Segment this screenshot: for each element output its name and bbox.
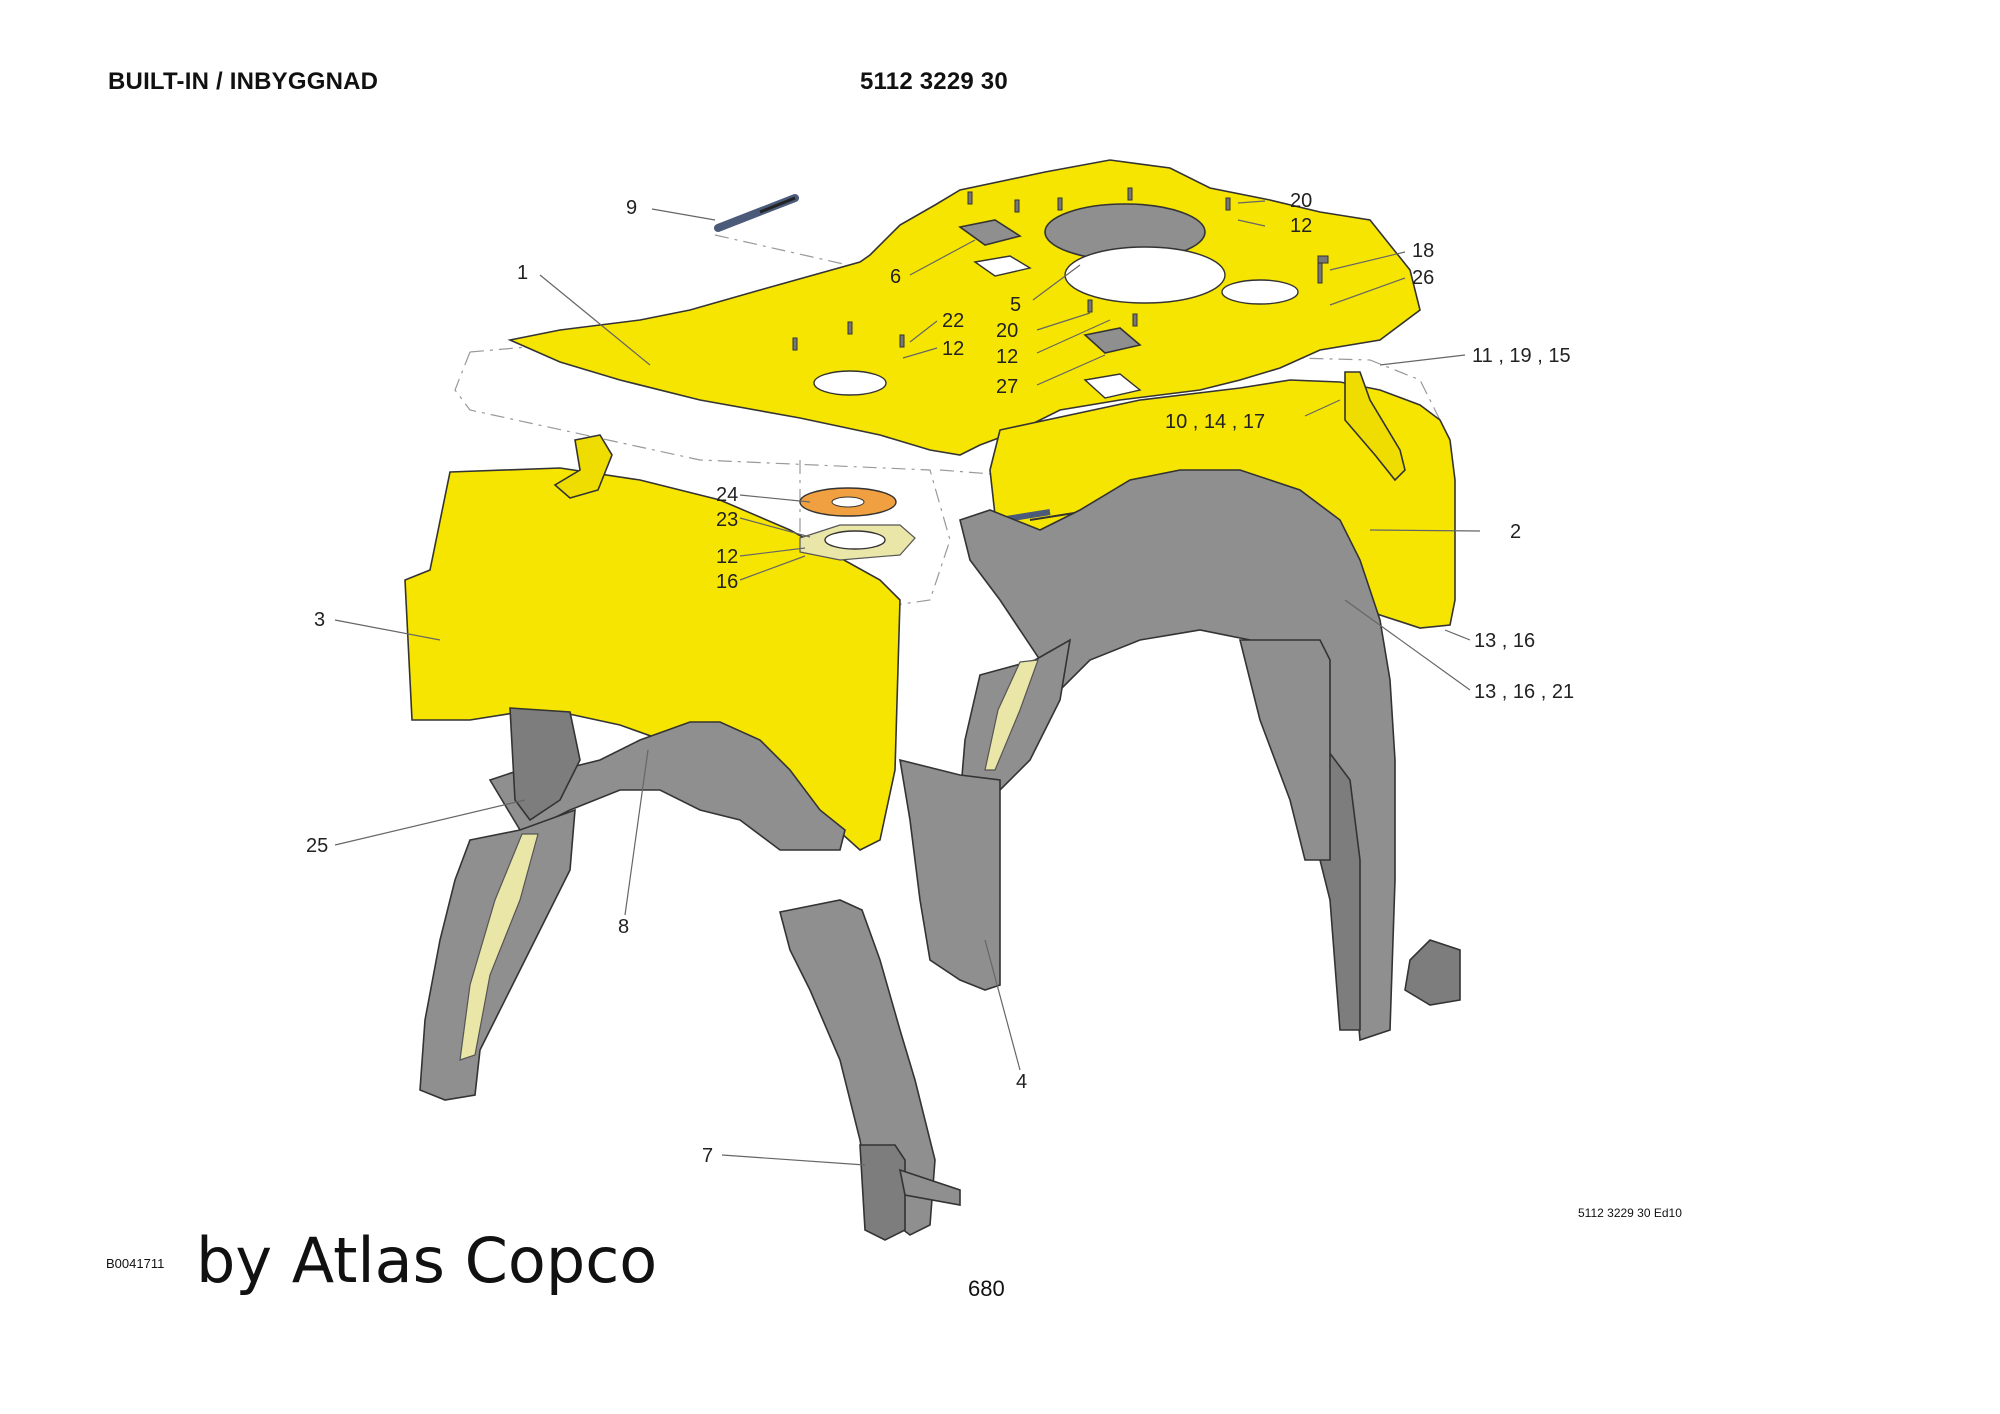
callout-20-b: 20 xyxy=(996,320,1018,342)
part-gasket-plate-23 xyxy=(799,524,916,561)
callout-13-16: 13 , 16 xyxy=(1474,630,1535,652)
callout-23: 23 xyxy=(716,509,738,531)
leader-lines xyxy=(334,200,1481,1166)
part-mudflap-7 xyxy=(779,899,961,1241)
callout-11-19-15: 11 , 19 , 15 xyxy=(1472,345,1571,367)
callout-12-d: 12 xyxy=(716,546,738,568)
part-mudguard-rear-left xyxy=(488,707,846,851)
callout-13-16-21: 13 , 16 , 21 xyxy=(1474,681,1574,703)
cover-plate-small xyxy=(958,219,1022,246)
callout-4: 4 xyxy=(1016,1071,1027,1093)
part-floor-plate xyxy=(507,159,1421,456)
callout-12-a: 12 xyxy=(1290,215,1312,237)
callout-20-a: 20 xyxy=(1290,190,1312,212)
part-mudflap-4 xyxy=(899,758,1001,991)
callout-12-c: 12 xyxy=(996,346,1018,368)
callout-27: 27 xyxy=(996,376,1018,398)
callout-9: 9 xyxy=(626,197,637,219)
callout-1: 1 xyxy=(517,262,528,284)
callout-3: 3 xyxy=(314,609,325,631)
part-gasket-24 xyxy=(799,487,897,517)
callout-16: 16 xyxy=(716,571,738,593)
cover-plate-27 xyxy=(1083,327,1142,354)
callout-18: 18 xyxy=(1412,240,1434,262)
callout-10-14-17: 10 , 14 , 17 xyxy=(1165,411,1265,433)
callout-8: 8 xyxy=(618,916,629,938)
part-mudflap-25 xyxy=(419,808,576,1101)
page-title: BUILT-IN / INBYGGNAD xyxy=(108,68,379,95)
callout-12-b: 12 xyxy=(942,338,964,360)
part-mudflap-mid xyxy=(959,638,1072,801)
callout-22: 22 xyxy=(942,310,964,332)
callout-2: 2 xyxy=(1510,521,1521,543)
page-number: 680 xyxy=(968,1276,1005,1301)
image-reference: B0041711 xyxy=(106,1256,165,1271)
callout-labels: 9 1 6 20 12 18 26 5 22 12 20 12 27 11 , … xyxy=(306,190,1574,1167)
callout-25: 25 xyxy=(306,835,328,857)
part-number: 5112 3229 30 xyxy=(860,68,1008,95)
watermark: by Atlas Copco xyxy=(196,1224,658,1297)
callout-5: 5 xyxy=(1010,294,1021,316)
edition-label: 5112 3229 30 Ed10 xyxy=(1578,1206,1682,1220)
callout-6: 6 xyxy=(890,266,901,288)
callout-24: 24 xyxy=(716,484,738,506)
part-gas-strut-9 xyxy=(714,194,799,232)
part-mudguard-rear-right xyxy=(959,469,1461,1042)
callout-7: 7 xyxy=(702,1145,713,1167)
callout-26: 26 xyxy=(1412,267,1434,289)
